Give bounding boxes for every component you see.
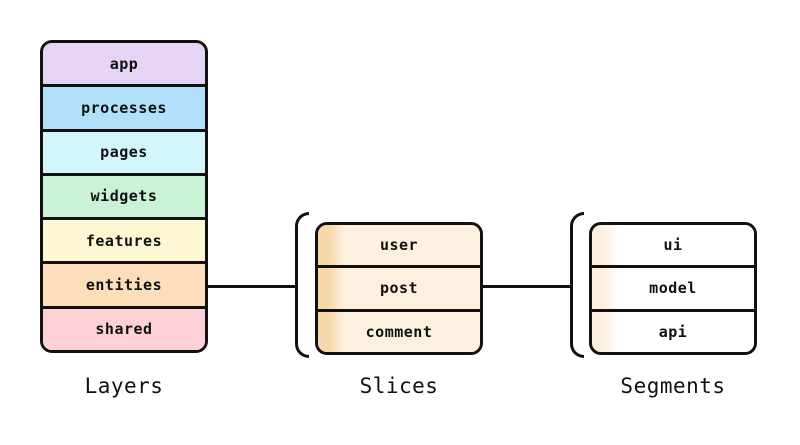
- segment-row-model: model: [592, 265, 754, 309]
- layer-label: shared: [95, 320, 153, 339]
- segments-group-label: Segments: [620, 374, 726, 398]
- layer-row-shared: shared: [43, 305, 205, 350]
- layer-label: features: [85, 231, 163, 250]
- slices-group-label: Slices: [359, 374, 439, 398]
- layer-row-widgets: widgets: [43, 172, 205, 218]
- segment-row-api: api: [592, 308, 754, 352]
- layer-label: entities: [85, 276, 163, 295]
- layer-label: widgets: [90, 187, 158, 206]
- connector-slices-to-segments: [481, 285, 572, 288]
- slice-row-post: post: [318, 265, 480, 309]
- slices-bracket: [295, 212, 309, 358]
- layer-label: pages: [100, 143, 148, 162]
- layer-row-features: features: [43, 217, 205, 262]
- layer-row-app: app: [43, 43, 205, 85]
- segment-label: ui: [663, 236, 683, 255]
- layer-row-pages: pages: [43, 128, 205, 173]
- segments-bracket: [570, 212, 584, 358]
- layers-stack: app processes pages widgets features ent…: [40, 40, 208, 353]
- slice-label: comment: [365, 322, 433, 341]
- slices-box: user post comment: [315, 222, 483, 355]
- segment-label: api: [658, 322, 688, 341]
- connector-entities-to-slices: [206, 285, 297, 288]
- layer-label: processes: [81, 98, 167, 117]
- segment-row-ui: ui: [592, 225, 754, 266]
- segment-label: model: [649, 279, 697, 298]
- layers-group-label: Layers: [84, 374, 164, 398]
- segments-box: ui model api: [589, 222, 757, 355]
- slice-row-comment: comment: [318, 308, 480, 352]
- slice-row-user: user: [318, 225, 480, 266]
- layer-label: app: [109, 54, 139, 73]
- slice-label: post: [379, 279, 419, 298]
- layer-row-processes: processes: [43, 84, 205, 129]
- layer-row-entities: entities: [43, 261, 205, 306]
- slice-label: user: [379, 236, 419, 255]
